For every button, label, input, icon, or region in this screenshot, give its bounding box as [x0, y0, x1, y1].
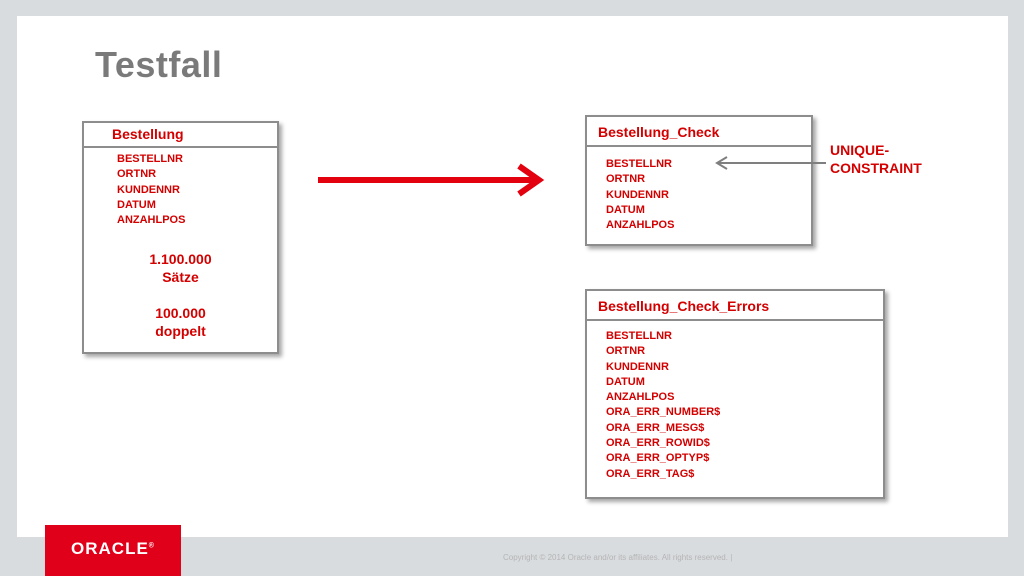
field-item: BESTELLNR [606, 330, 672, 342]
field-item: ORA_ERR_TAG$ [606, 467, 695, 480]
table-bestellung-check: Bestellung_Check BESTELLNR ORTNR KUNDENN… [585, 115, 813, 246]
field-item: DATUM [117, 198, 156, 211]
table-bestellung-check-header: Bestellung_Check [587, 117, 811, 147]
table-bestellung-check-errors: Bestellung_Check_Errors BESTELLNR ORTNR … [585, 289, 885, 499]
field-item: KUNDENNR [606, 188, 669, 201]
slide-title: Testfall [95, 44, 223, 85]
field-item: ORA_ERR_ROWID$ [606, 437, 710, 450]
oracle-logo-bar: ORACLE® [45, 525, 181, 576]
record-count-label: Sätze [162, 269, 199, 286]
duplicate-count-value: 100.000 [155, 305, 206, 322]
table-bestellung-fields: BESTELLNR ORTNR KUNDENNR DATUM ANZAHLPOS [84, 148, 277, 228]
field-item: DATUM [606, 375, 645, 388]
field-item: ORTNR [606, 173, 646, 186]
unique-constraint-line1: UNIQUE- [830, 142, 890, 158]
table-bestellung-check-errors-header: Bestellung_Check_Errors [587, 291, 883, 321]
record-count-value: 1.100.000 [149, 251, 212, 268]
field-item: BESTELLNR [606, 158, 672, 170]
field-item: KUNDENNR [117, 183, 180, 196]
field-item: BESTELLNR [117, 153, 183, 165]
field-item: DATUM [606, 203, 645, 216]
constraint-arrow [715, 156, 826, 170]
table-bestellung-check-errors-fields: BESTELLNR ORTNR KUNDENNR DATUM ANZAHLPOS… [587, 321, 883, 482]
flow-arrow [318, 163, 545, 197]
copyright-text: Copyright © 2014 Oracle and/or its affil… [503, 553, 733, 562]
duplicate-count-label: doppelt [155, 323, 206, 340]
table-bestellung-header: Bestellung [84, 123, 277, 148]
field-item: KUNDENNR [606, 360, 669, 373]
field-item: ORTNR [606, 345, 646, 358]
field-item: ANZAHLPOS [117, 214, 186, 227]
oracle-logo-text: ORACLE [71, 539, 149, 558]
unique-constraint-line2: CONSTRAINT [830, 160, 922, 176]
oracle-logo: ORACLE® [45, 539, 181, 559]
unique-constraint-label: UNIQUE- CONSTRAINT [830, 141, 922, 177]
duplicate-count: 100.000 doppelt [84, 304, 277, 340]
table-bestellung: Bestellung BESTELLNR ORTNR KUNDENNR DATU… [82, 121, 279, 354]
field-item: ORA_ERR_OPTYP$ [606, 452, 710, 465]
field-item: ANZAHLPOS [606, 391, 675, 404]
field-item: ORTNR [117, 168, 157, 181]
field-item: ANZAHLPOS [606, 219, 675, 232]
field-item: ORA_ERR_MESG$ [606, 421, 705, 434]
record-count: 1.100.000 Sätze [84, 250, 277, 286]
registered-mark: ® [148, 542, 155, 550]
field-item: ORA_ERR_NUMBER$ [606, 406, 721, 419]
table-bestellung-check-fields: BESTELLNR ORTNR KUNDENNR DATUM ANZAHLPOS [587, 147, 811, 233]
